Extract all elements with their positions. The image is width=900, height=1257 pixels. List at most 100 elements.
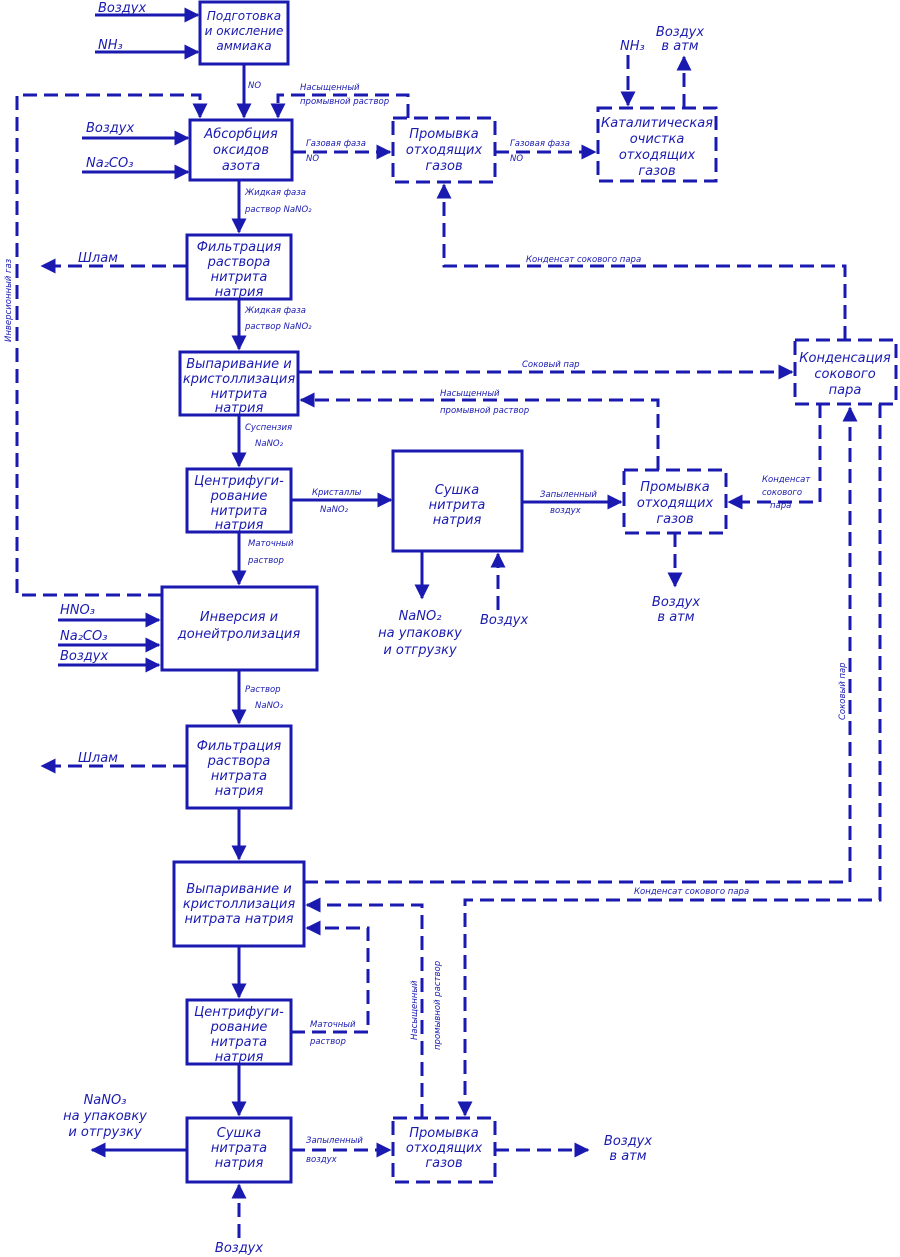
block-line: нитрата <box>211 1035 267 1050</box>
wash-solution-label: промывной раствор <box>440 406 529 416</box>
block-line: отходящих <box>637 496 714 511</box>
block-line: газов <box>425 159 462 174</box>
block-line: отходящих <box>619 148 696 163</box>
block-line: газов <box>425 1156 462 1171</box>
wash-solution-label: Насыщенный <box>410 980 420 1040</box>
block-line: натрия <box>215 518 264 533</box>
block-line: Каталитическая <box>601 116 713 131</box>
air-label: Воздух <box>98 1 146 16</box>
product-label: и отгрузку <box>68 1125 142 1140</box>
block-line: кристоллизация <box>183 897 295 912</box>
block-nox-absorption: Абсорбция оксидов азота <box>188 118 294 182</box>
air-label: Воздух <box>480 613 528 628</box>
block-line: раствора <box>207 754 271 769</box>
block-nitrite-drying: Сушка нитрита натрия <box>391 449 524 553</box>
block-line: Центрифуги- <box>194 1005 284 1020</box>
block-nitrite-evaporation: Выпаривание и кристоллизация нитрита нат… <box>178 350 300 417</box>
block-line: Инверсия и <box>200 610 278 625</box>
block-line: пара <box>829 383 862 398</box>
block-line: Фильтрация <box>197 240 282 255</box>
crystals-label: NaNO₂ <box>320 505 349 515</box>
flow-labels: Воздух NH₃ NO Насыщенный промывной раств… <box>4 1 848 1256</box>
wash-solution-flow <box>270 93 410 119</box>
liquid-phase-label: Жидкая фаза <box>244 188 306 198</box>
wash-solution-label: Насыщенный <box>440 389 500 399</box>
block-line: нитрита <box>211 270 268 285</box>
block-ammonia-oxidation: Подготовка и окисление аммиака <box>198 0 290 66</box>
nh3-label: NH₃ <box>620 39 645 54</box>
block-line: Сушка <box>435 483 480 498</box>
block-line: аммиака <box>216 39 271 53</box>
na2co3-label: Na₂CO₃ <box>86 156 133 171</box>
dashed-flows <box>15 55 882 1238</box>
wash-solution-flow <box>299 392 660 470</box>
block-vapor-condensation: Конденсация сокового пара <box>793 338 898 406</box>
block-line: нитрата натрия <box>185 912 294 927</box>
air-to-atm-label: в атм <box>657 610 694 625</box>
block-line: натрия <box>433 513 482 528</box>
crystals-label: Кристаллы <box>312 488 362 498</box>
wash-solution-label: Насыщенный <box>300 83 360 93</box>
sludge-label: Шлам <box>78 751 118 766</box>
gas-phase-label: NO <box>510 154 523 164</box>
product-label: NaNO₃ <box>84 1093 127 1108</box>
block-line: Конденсация <box>799 351 891 366</box>
block-line: раствора <box>207 255 271 270</box>
block-catalytic-cleaning: Каталитическая очистка отходящих газов <box>596 106 718 183</box>
block-line: Выпаривание и <box>186 357 292 372</box>
dusty-air-label: Запыленный <box>540 490 597 500</box>
liquid-phase-label: раствор NaNO₂ <box>244 205 312 215</box>
block-line: натрия <box>215 1050 264 1065</box>
condensate-flow <box>727 404 822 510</box>
block-line: Подготовка <box>207 9 281 23</box>
gas-phase-label: Газовая фаза <box>510 139 570 149</box>
mother-liquor-label: раствор <box>247 556 284 566</box>
liquid-phase-label: раствор NaNO₂ <box>244 322 312 332</box>
hno3-label: HNO₃ <box>60 603 95 618</box>
dusty-air-label: воздух <box>550 506 582 516</box>
air-label: Воздух <box>60 649 108 664</box>
condensate-label: пара <box>770 501 791 511</box>
block-nitrite-filtration: Фильтрация раствора нитрита натрия <box>185 233 293 301</box>
block-line: нитрита <box>211 504 268 519</box>
block-line: кристоллизация <box>183 372 295 387</box>
block-line: Сушка <box>217 1126 262 1141</box>
block-line: натрия <box>215 401 264 416</box>
block-gas-washing-3: Промывка отходящих газов <box>391 1116 497 1184</box>
dusty-air-label: Запыленный <box>306 1136 363 1146</box>
air-label: Воздух <box>86 121 134 136</box>
mother-liquor-label: Маточный <box>248 539 294 549</box>
block-line: нитрита <box>211 387 268 402</box>
wash-solution-label: промывной раствор <box>433 961 443 1050</box>
wash-solution-flow <box>305 897 424 1118</box>
nitrate-solution-label: Раствор <box>245 685 281 695</box>
condensate-flow <box>457 404 882 1117</box>
gas-phase-label: Газовая фаза <box>306 139 366 149</box>
block-line: отходящих <box>406 1141 483 1156</box>
condensate-label: Конденсат <box>762 475 811 485</box>
block-line: натрия <box>215 285 264 300</box>
vapor-flow <box>304 406 858 884</box>
wash-solution-label: промывной раствор <box>300 97 389 107</box>
condensate-label: Конденсат сокового пара <box>634 887 749 897</box>
block-line: очистка <box>630 132 685 147</box>
block-line: Выпаривание и <box>186 882 292 897</box>
block-line: нитрата <box>211 769 267 784</box>
block-line: рование <box>210 1020 268 1035</box>
block-nitrate-evaporation: Выпаривание и кристоллизация нитрата нат… <box>172 860 306 948</box>
block-gas-washing-2: Промывка отходящих газов <box>622 468 728 535</box>
suspension-label: NaNO₂ <box>255 439 284 449</box>
block-line: оксидов <box>213 143 269 158</box>
block-gas-washing-1: Промывка отходящих газов <box>391 116 497 184</box>
condensate-label: Конденсат сокового пара <box>526 255 641 265</box>
block-nitrate-centrifuge: Центрифуги- рование нитрата натрия <box>185 998 293 1066</box>
block-line: донейтролизация <box>177 627 301 642</box>
air-to-atm-label: Воздух <box>604 1134 652 1149</box>
block-nitrite-centrifuge: Центрифуги- рование нитрита натрия <box>185 467 293 534</box>
vapor-label: Соковый пар <box>838 662 848 720</box>
air-to-atm-label: Воздух <box>652 595 700 610</box>
block-line: азота <box>222 159 260 174</box>
block-line: отходящих <box>406 143 483 158</box>
block-line: рование <box>210 489 268 504</box>
